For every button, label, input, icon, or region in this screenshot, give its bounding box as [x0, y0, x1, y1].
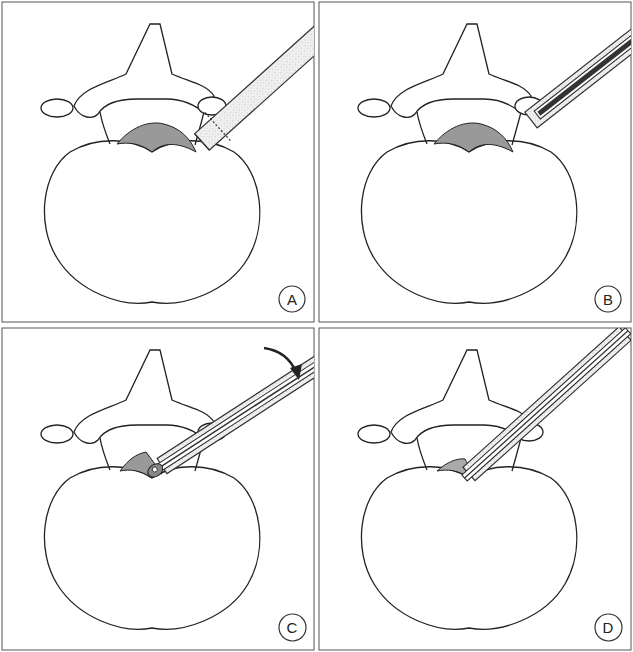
panel-letter: B	[594, 291, 622, 308]
panel-letter: A	[278, 291, 306, 308]
panel-letter-circle: C	[278, 613, 307, 642]
panel-letter-circle: D	[594, 613, 623, 642]
panel-letter: D	[594, 619, 623, 636]
panel-letter-circle: A	[278, 285, 306, 313]
panel-letter: C	[278, 619, 307, 636]
panel-letter-circle: B	[594, 285, 622, 313]
